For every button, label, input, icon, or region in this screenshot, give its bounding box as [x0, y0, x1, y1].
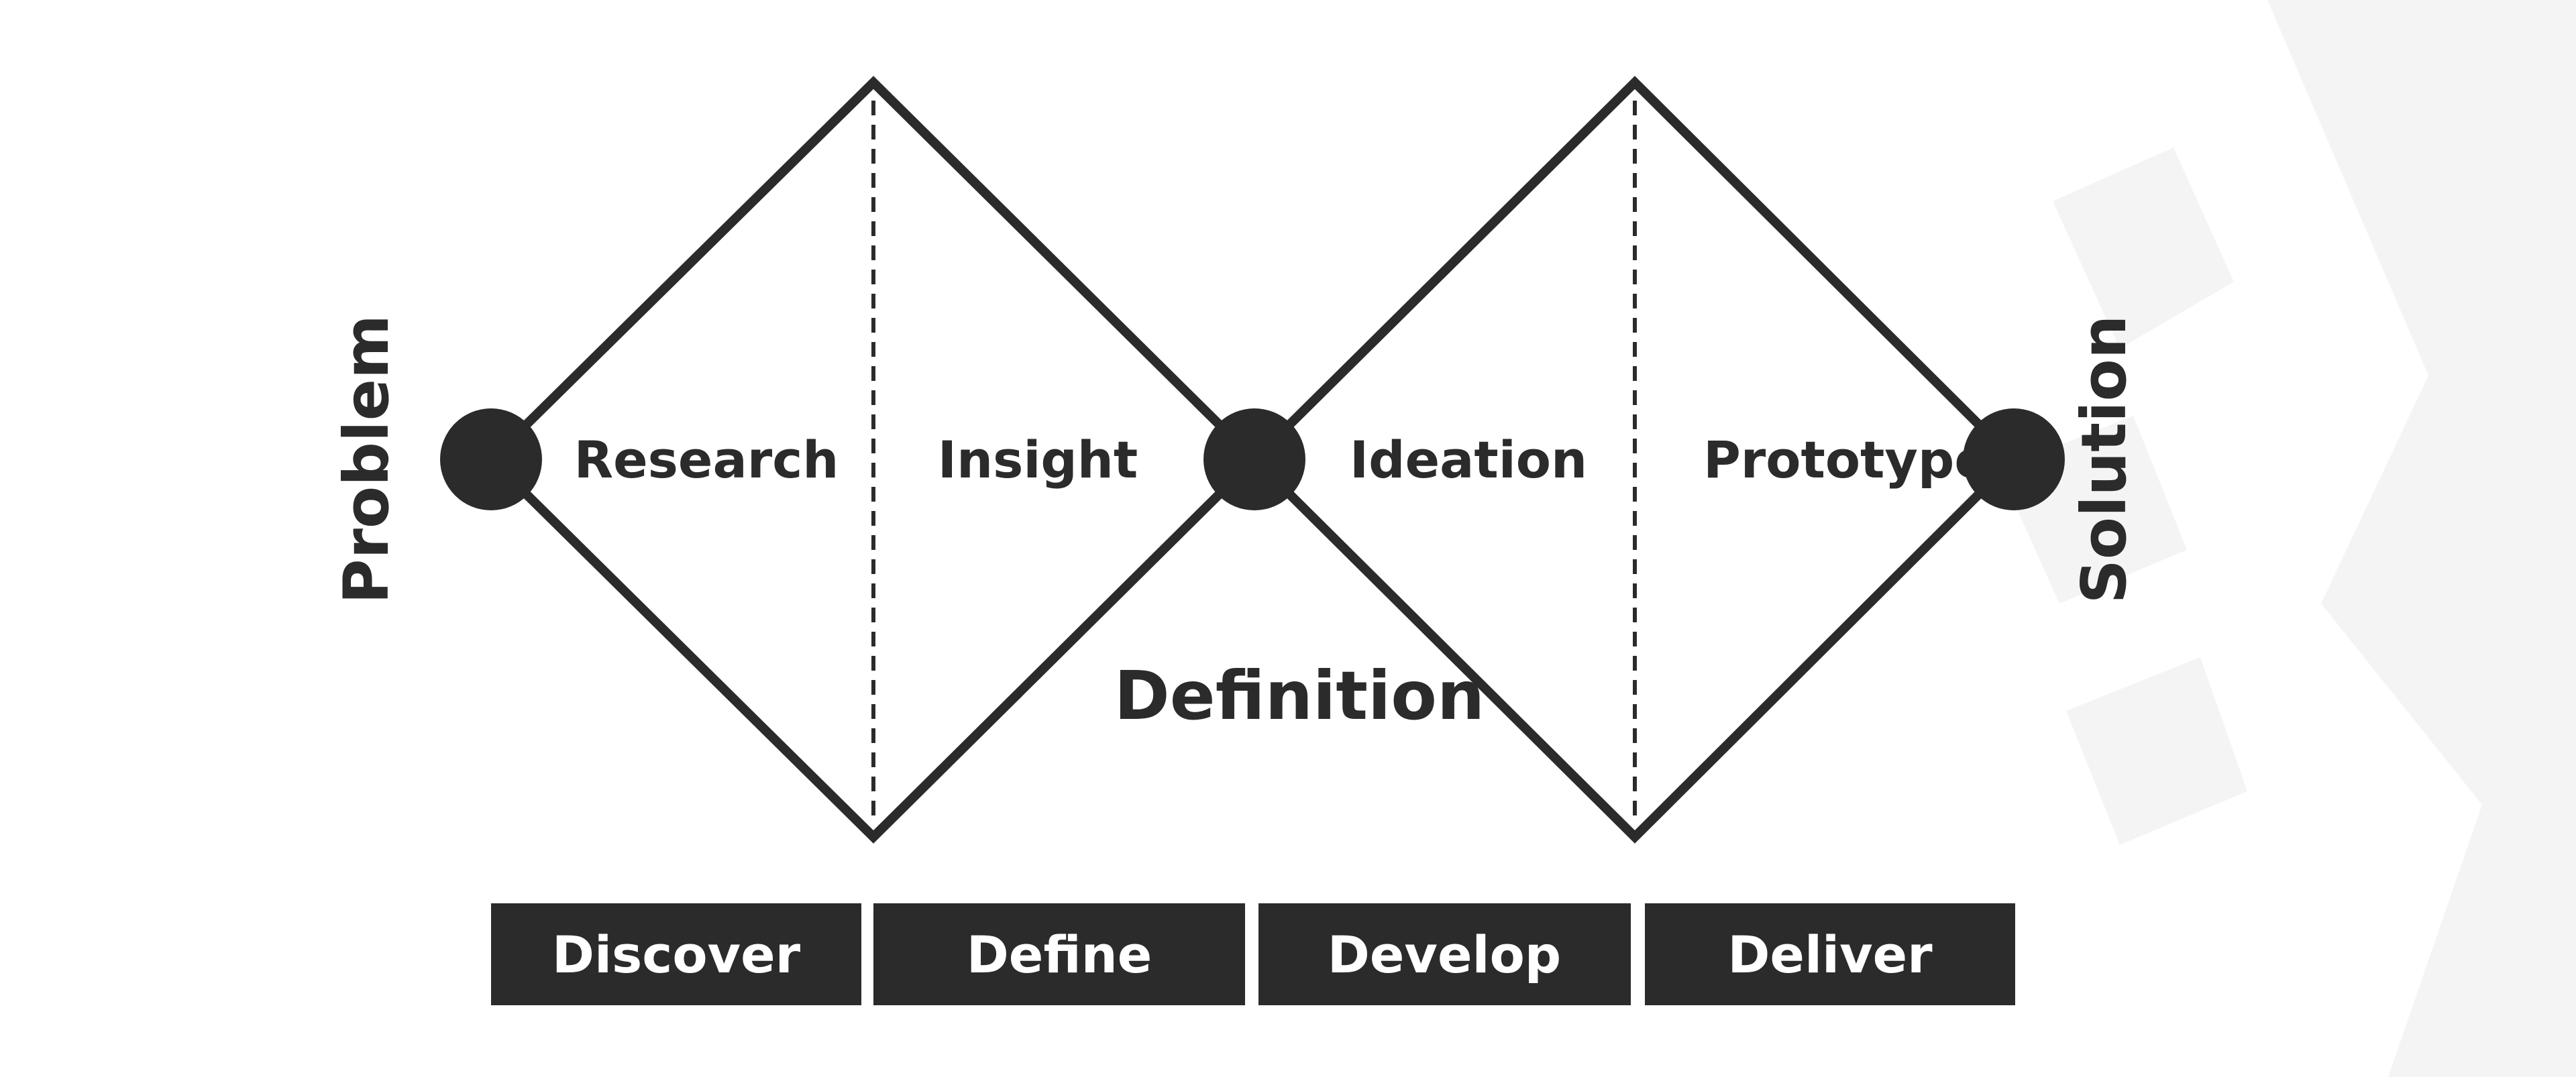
phase-label-deliver: Deliver: [1727, 925, 1933, 984]
phase-label-define: Define: [967, 925, 1152, 984]
phase-bar: Discover Define Develop Deliver: [491, 903, 2015, 1005]
problem-node: [440, 408, 542, 510]
insight-label: Insight: [938, 430, 1138, 490]
watermark-shape: [2267, 0, 2576, 1077]
watermark-shape: [2066, 657, 2247, 845]
solution-label: Solution: [2068, 315, 2140, 604]
definition-node: [1203, 408, 1305, 510]
phase-box-develop: [1258, 903, 1631, 1005]
solution-node: [1963, 408, 2065, 510]
research-label: Research: [574, 430, 839, 490]
phase-box-discover: [491, 903, 861, 1005]
phase-box-deliver: [1645, 903, 2015, 1005]
ideation-label: Ideation: [1350, 430, 1587, 490]
problem-label: Problem: [331, 315, 402, 604]
definition-label: Definition: [1114, 657, 1485, 735]
phase-label-discover: Discover: [552, 925, 801, 984]
phase-box-define: [873, 903, 1245, 1005]
phase-label-develop: Develop: [1328, 925, 1561, 984]
prototype-label: Prototype: [1703, 430, 1989, 490]
watermark-shape: [2053, 148, 2234, 349]
